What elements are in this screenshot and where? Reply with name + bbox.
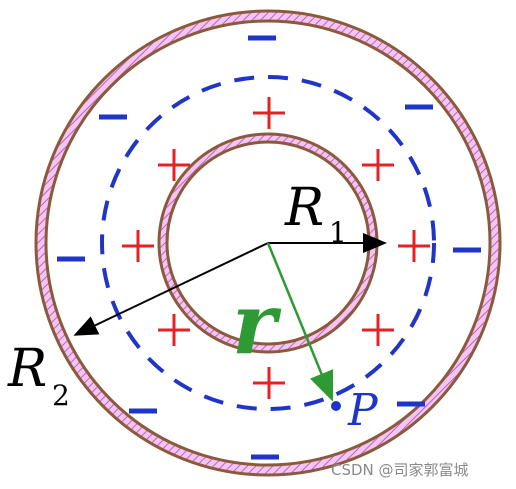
plus-charge-bottom-left xyxy=(158,314,190,346)
plus-charge-top-left xyxy=(158,149,190,181)
plus-charge-right xyxy=(398,230,430,262)
inner-positive-charges xyxy=(122,97,430,399)
plus-charge-bottom-right xyxy=(362,314,394,346)
label-R1-subscript: 1 xyxy=(329,216,347,249)
label-R1: R xyxy=(284,178,324,238)
outer-shell xyxy=(34,9,502,477)
plus-charge-bottom xyxy=(253,367,285,399)
plus-charge-left xyxy=(122,230,154,262)
label-R2-subscript: 2 xyxy=(52,379,70,412)
plus-charge-top xyxy=(253,97,285,129)
label-R2: R xyxy=(7,339,47,399)
outer-negative-charges xyxy=(57,35,481,460)
label-r: r xyxy=(232,274,282,373)
point-P xyxy=(331,401,341,411)
radius-R2-arrow xyxy=(73,242,269,336)
label-P: P xyxy=(347,385,379,436)
gaussian-circle xyxy=(100,75,436,411)
plus-charge-top-right xyxy=(362,149,394,181)
r-arrow xyxy=(266,242,334,402)
watermark-text: CSDN @司家郭富城 xyxy=(331,461,469,479)
